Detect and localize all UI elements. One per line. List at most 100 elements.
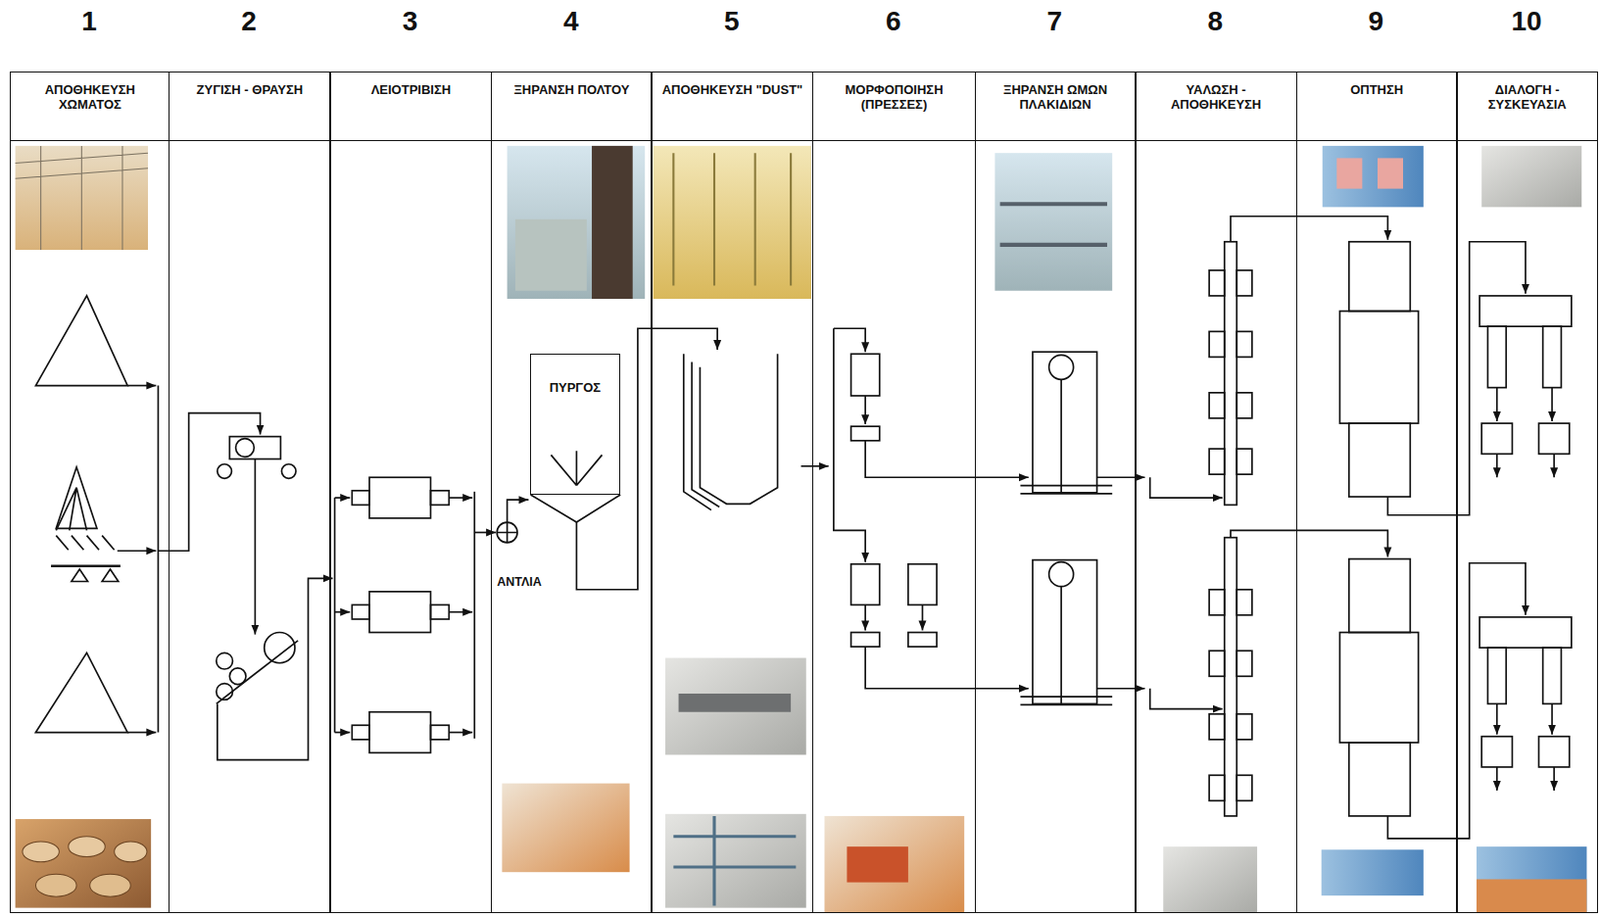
photo xyxy=(673,816,796,907)
column-heading: ΑΠΟΘΗΚΕΥΣΗ "DUST" xyxy=(651,72,813,142)
flow-line xyxy=(1236,392,1253,419)
flow-line xyxy=(236,438,255,458)
flow-line xyxy=(1230,216,1388,243)
flow-line xyxy=(507,499,530,523)
flow-line xyxy=(1552,453,1555,478)
step-number: 6 xyxy=(885,5,902,38)
flow-line xyxy=(448,496,473,499)
flow-line xyxy=(1209,270,1225,296)
flow-line xyxy=(1349,742,1410,817)
flow-line xyxy=(1236,650,1253,677)
flow-line xyxy=(369,591,431,633)
flow-line xyxy=(448,731,473,734)
photo xyxy=(507,145,646,299)
step-number: 8 xyxy=(1208,5,1224,38)
step-number: 9 xyxy=(1368,5,1385,38)
flow-line xyxy=(35,652,128,732)
flow-line xyxy=(908,564,937,606)
flow-line xyxy=(1150,688,1223,710)
step-number: 5 xyxy=(724,5,740,38)
flow-line xyxy=(1487,326,1506,388)
flow-line xyxy=(496,522,518,543)
photo xyxy=(1163,846,1258,914)
flow-line xyxy=(921,604,924,631)
flow-line xyxy=(430,490,449,506)
flow-line xyxy=(351,725,370,740)
flow-line xyxy=(1349,559,1410,633)
flow-line xyxy=(216,652,234,670)
flow-line xyxy=(1230,530,1388,557)
process-column: ΥΑΛΩΣΗ - ΑΠΟΘΗΚΕΥΣΗ xyxy=(1134,71,1298,914)
flow-line xyxy=(691,362,720,508)
flow-line xyxy=(281,464,296,480)
flow-line xyxy=(216,640,298,705)
flow-line xyxy=(1551,703,1553,734)
flow-line xyxy=(1224,537,1237,817)
flow-line xyxy=(335,496,351,499)
column-heading: ΥΑΛΩΣΗ - ΑΠΟΘΗΚΕΥΣΗ xyxy=(1135,72,1297,142)
flow-line xyxy=(1539,736,1570,768)
flow-line xyxy=(851,353,880,396)
photo xyxy=(1377,157,1404,189)
photo xyxy=(515,219,587,291)
step-number: 1 xyxy=(81,5,97,38)
photo xyxy=(15,145,148,250)
flow-line xyxy=(254,459,257,635)
flow-line xyxy=(865,440,1029,478)
photo xyxy=(665,658,807,756)
flow-line xyxy=(217,578,334,760)
flow-line xyxy=(851,426,880,441)
flow-line xyxy=(448,611,473,614)
flow-line xyxy=(1236,331,1253,357)
flow-line xyxy=(1019,586,1113,706)
photo xyxy=(1336,157,1362,189)
flow-line xyxy=(531,494,622,523)
flow-line xyxy=(1496,703,1499,734)
flow-line xyxy=(864,395,867,425)
flow-line xyxy=(264,632,295,664)
flow-line xyxy=(1543,647,1562,704)
flow-line xyxy=(1209,775,1225,801)
flow-line xyxy=(474,532,496,534)
flow-line xyxy=(229,436,281,460)
flow-line xyxy=(1032,351,1098,493)
flow-line xyxy=(71,569,89,582)
flow-line xyxy=(1496,767,1499,791)
photo xyxy=(114,841,147,863)
photo xyxy=(1481,145,1582,207)
flow-line xyxy=(1236,714,1253,740)
photo xyxy=(994,152,1113,291)
photo xyxy=(846,846,908,882)
flow-line xyxy=(1481,736,1512,768)
photo xyxy=(1476,846,1587,914)
process-column: ΞΗΡΑΝΣΗ ΠΟΛΤΟΥΠΥΡΓΟΣ xyxy=(490,71,653,914)
photo xyxy=(1476,878,1587,913)
flow-line xyxy=(369,477,431,519)
photo xyxy=(501,783,630,873)
flow-line xyxy=(801,465,829,468)
flow-line xyxy=(334,497,337,732)
flow-line xyxy=(157,413,260,552)
flow-line xyxy=(1150,477,1223,498)
flow-line xyxy=(1032,560,1098,705)
flow-line xyxy=(1209,589,1225,616)
process-column: ΞΗΡΑΝΣΗ ΩΜΩΝ ΠΛΑΚΙΔΙΩΝ xyxy=(974,71,1137,914)
flow-line xyxy=(351,490,370,506)
flow-line xyxy=(35,216,1571,839)
process-column: ΔΙΑΛΟΓΗ - ΣΥΣΚΕΥΑΣΙΑ xyxy=(1455,71,1599,914)
flow-line xyxy=(1236,775,1253,801)
flow-line xyxy=(1339,632,1418,743)
photo xyxy=(68,836,105,858)
flow-line xyxy=(50,565,121,568)
process-column: ΛΕΙΟΤΡΙΒΙΣΗ xyxy=(329,71,492,914)
flow-line xyxy=(1236,589,1253,616)
flow-line xyxy=(865,646,1029,689)
step-number: 2 xyxy=(241,5,257,38)
flow-line xyxy=(1236,448,1253,475)
flow-line xyxy=(1496,453,1499,478)
flow-line xyxy=(369,712,431,754)
column-heading: ΞΗΡΑΝΣΗ ΩΜΩΝ ΠΛΑΚΙΔΙΩΝ xyxy=(975,72,1136,142)
flow-line xyxy=(1479,617,1572,648)
process-column: ΖΥΓΙΣΗ - ΘΡΑΥΣΗ xyxy=(168,71,332,914)
